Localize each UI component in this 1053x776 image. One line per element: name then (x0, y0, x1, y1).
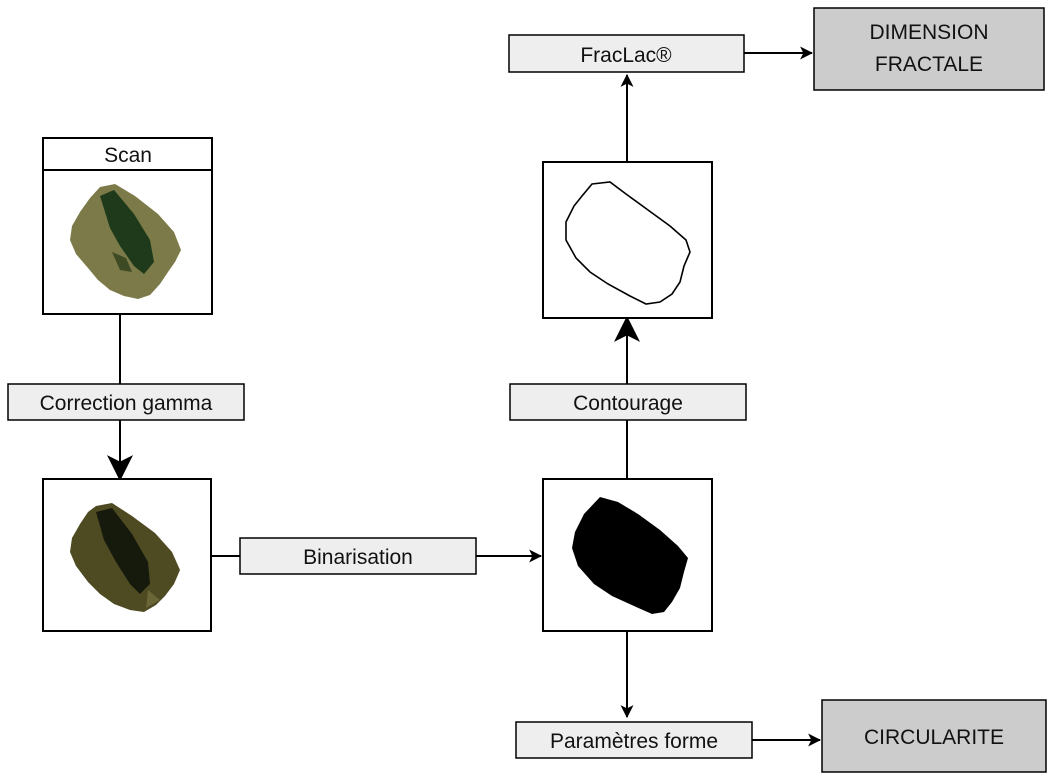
contourage-step: Contourage (509, 383, 747, 421)
binarisation-step: Binarisation (239, 537, 477, 575)
circularite-box (821, 699, 1047, 773)
scan-node: Scan (42, 137, 213, 315)
dimension-fractale-output: DIMENSION FRACTALE (813, 7, 1045, 91)
gamma-image-node (42, 478, 212, 632)
binarisation-label: Binarisation (303, 546, 413, 569)
dimension-box (813, 7, 1045, 91)
dimension-label-line1: DIMENSION (869, 21, 988, 44)
contourage-label: Contourage (573, 392, 683, 415)
gamma-box (7, 383, 245, 421)
fraclac-label: FracLac® (580, 44, 672, 67)
forme-box (515, 721, 753, 759)
gamma-step: Correction gamma (7, 383, 245, 421)
scan-label: Scan (104, 144, 152, 167)
gamma-label: Correction gamma (40, 392, 213, 415)
scan-rock-image (70, 184, 181, 299)
forme-label: Paramètres forme (550, 730, 718, 753)
binary-shape (572, 497, 688, 614)
contour-outline (565, 181, 691, 305)
fraclac-step: FracLac® (508, 34, 745, 73)
fraclac-box (508, 34, 745, 73)
contourage-box (509, 383, 747, 421)
contour-image-frame (542, 161, 713, 319)
dimension-label-line2: FRACTALE (875, 53, 983, 76)
circularite-output: CIRCULARITE (821, 699, 1047, 773)
gamma-rock-image (70, 503, 180, 612)
binarisation-box (239, 537, 477, 575)
parametres-forme-step: Paramètres forme (515, 721, 753, 759)
binary-image-node (542, 478, 713, 632)
contour-image-node (542, 161, 713, 319)
circularite-label: CIRCULARITE (864, 726, 1004, 749)
